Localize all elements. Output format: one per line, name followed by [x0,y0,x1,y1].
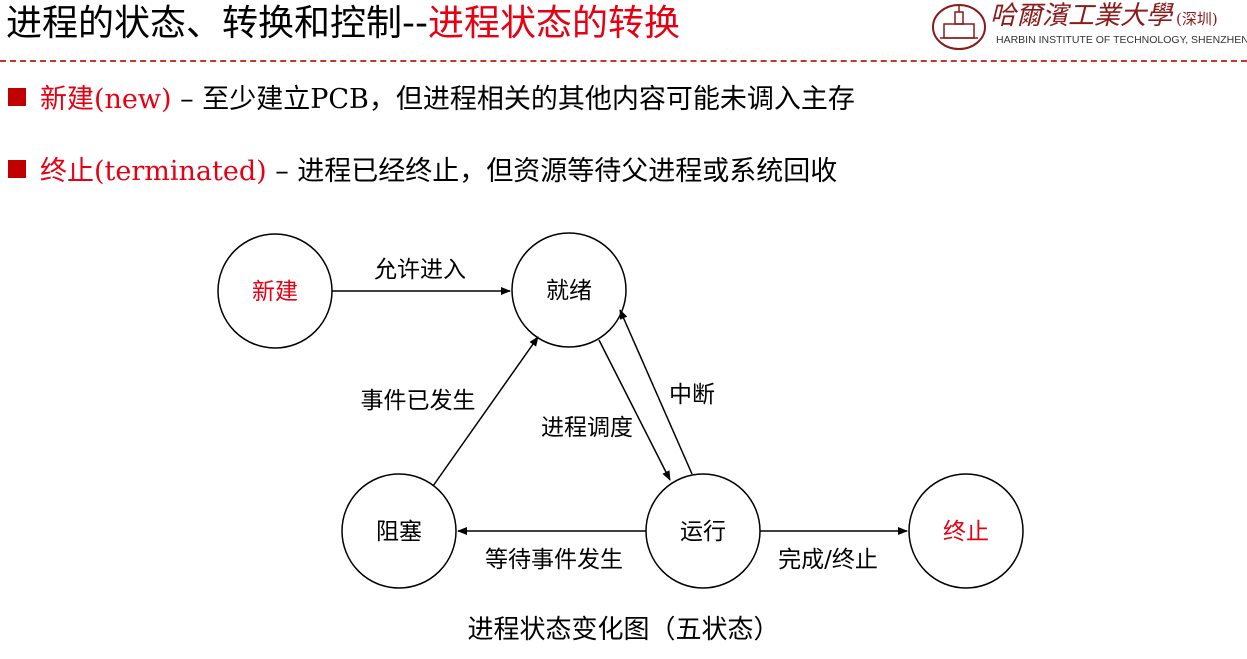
state-blocked [341,473,457,589]
state-running-label: 运行 [680,519,726,545]
state-ready [511,232,627,348]
bullet-desc: – 至少建立PCB，但进程相关的其他内容可能未调入主存 [171,84,855,115]
bullet-desc: – 进程已经终止，但资源等待父进程或系统回收 [266,156,838,187]
title-highlight: 进程状态的转换 [427,3,680,44]
state-terminated [908,473,1024,589]
bullet-square-icon [8,88,26,106]
arrow-interrupt [619,309,693,475]
emblem-icon [932,4,986,50]
slide-title: 进程的状态、转换和控制--进程状态的转换 [6,2,680,46]
label-interrupt: 中断 [669,382,715,408]
logo-english-name: HARBIN INSTITUTE OF TECHNOLOGY, SHENZHEN [996,34,1247,46]
title-main: 进程的状态、转换和控制-- [6,3,428,44]
label-event-wait: 等待事件发生 [485,547,623,573]
bullet-square-icon [8,160,26,178]
label-event-occurs: 事件已发生 [361,388,476,414]
bullet-term: 终止(terminated) [40,156,267,187]
label-admit: 允许进入 [374,257,466,283]
label-exit: 完成/终止 [778,547,878,573]
label-dispatch: 进程调度 [541,415,633,441]
state-ready-label: 就绪 [546,278,592,304]
state-blocked-label: 阻塞 [376,519,422,545]
state-new-label: 新建 [252,279,298,305]
logo-chinese-name: 哈爾濱工業大學(深圳) [990,1,1218,31]
arrow-dispatch [598,339,671,481]
bullet-term: 新建(new) [40,84,172,115]
state-terminated-label: 终止 [943,519,989,545]
university-logo: 哈爾濱工業大學(深圳) HARBIN INSTITUTE OF TECHNOLO… [930,0,1247,52]
bullet-new: 新建(new) – 至少建立PCB，但进程相关的其他内容可能未调入主存 [8,82,855,118]
arrow-event-occurs [432,336,539,487]
header-divider [0,60,1247,62]
bullet-terminated: 终止(terminated) – 进程已经终止，但资源等待父进程或系统回收 [8,154,837,190]
diagram-caption: 进程状态变化图（五状态） [467,615,780,645]
